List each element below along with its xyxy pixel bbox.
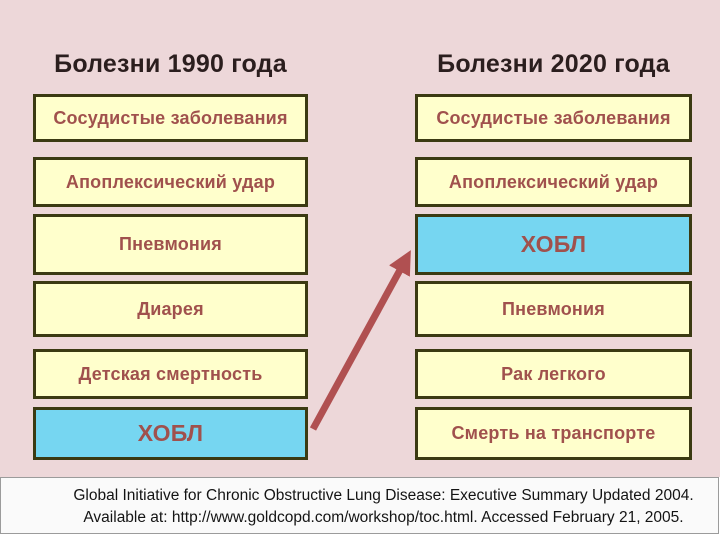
disease-box-1990-child-mortality: Детская смертность xyxy=(33,349,308,399)
citation-line-2: Available at: http://www.goldcopd.com/wo… xyxy=(83,509,684,526)
disease-label: Пневмония xyxy=(119,234,222,254)
disease-label: Диарея xyxy=(137,298,204,319)
disease-box-2020-lung-cancer: Рак легкого xyxy=(415,349,692,399)
disease-label: Сосудистые заболевания xyxy=(53,107,288,128)
column-title-2020: Болезни 2020 года xyxy=(437,50,670,78)
disease-label: Сосудистые заболевания xyxy=(436,107,671,128)
disease-label: Детская смертность xyxy=(78,363,263,384)
disease-label: Пневмония xyxy=(502,298,605,319)
disease-label: Апоплексический удар xyxy=(448,171,659,192)
disease-box-1990-pneumonia: Пневмония xyxy=(33,214,308,275)
disease-box-2020-copd: ХОБЛ xyxy=(415,214,692,275)
disease-label: ХОБЛ xyxy=(137,420,204,446)
disease-label: Апоплексический удар xyxy=(65,171,276,192)
disease-box-2020-stroke: Апоплексический удар xyxy=(415,157,692,207)
disease-box-1990-copd: ХОБЛ xyxy=(33,407,308,460)
disease-label: Смерть на транспорте xyxy=(451,423,656,443)
disease-box-1990-stroke: Апоплексический удар xyxy=(33,157,308,207)
disease-box-1990-vascular: Сосудистые заболевания xyxy=(33,94,308,142)
disease-box-2020-vascular: Сосудистые заболевания xyxy=(415,94,692,142)
disease-label: ХОБЛ xyxy=(520,231,587,257)
column-title-1990: Болезни 1990 года xyxy=(54,50,287,78)
disease-box-2020-pneumonia: Пневмония xyxy=(415,281,692,337)
disease-box-2020-transport-death: Смерть на транспорте xyxy=(415,407,692,460)
disease-box-1990-diarrhea: Диарея xyxy=(33,281,308,337)
disease-label: Рак легкого xyxy=(501,363,606,384)
citation-line-1: Global Initiative for Chronic Obstructiv… xyxy=(73,487,694,504)
citation-footer: Global Initiative for Chronic Obstructiv… xyxy=(0,477,719,534)
